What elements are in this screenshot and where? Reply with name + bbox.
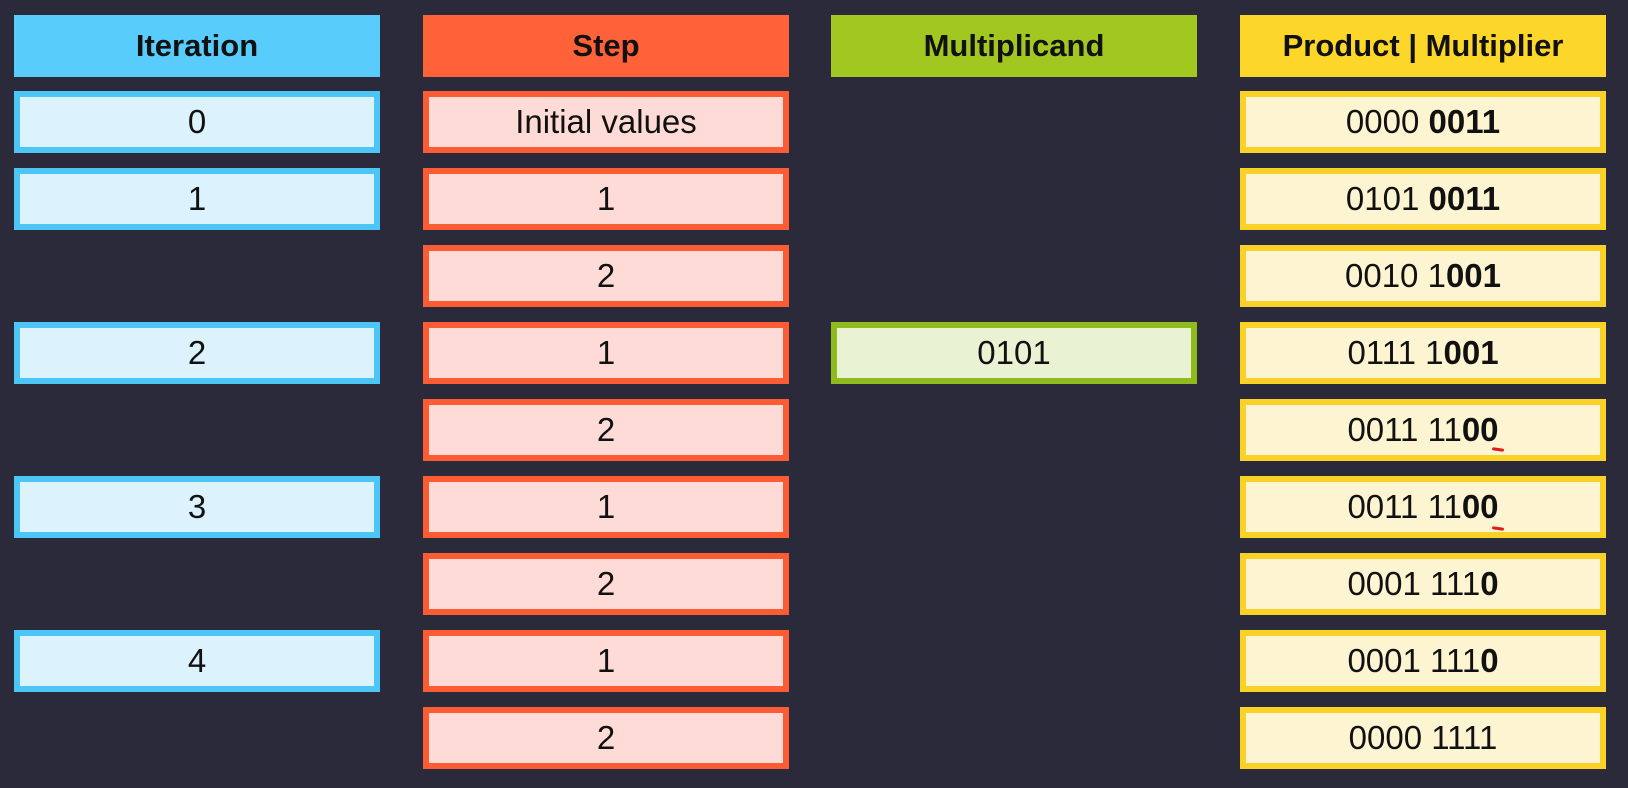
multiplier-bits: 0011 [1428, 180, 1501, 217]
header-iteration: Iteration [14, 15, 380, 77]
multiplicand-cell: 0101 [831, 322, 1197, 384]
product-multiplier-cell: 0000 1111 [1240, 707, 1606, 769]
step-cell: Initial values [423, 91, 789, 153]
multiplier-bits: 0011 [1428, 103, 1501, 140]
multiplier-bits: 001 [1445, 257, 1501, 294]
product-bits: 0001 111 [1347, 565, 1481, 602]
step-cell: 2 [423, 245, 789, 307]
iteration-cell: 4 [14, 630, 380, 692]
product-bits: 0000 [1345, 103, 1429, 140]
header-step: Step [423, 15, 789, 77]
step-cell: 1 [423, 630, 789, 692]
iteration-cell: 3 [14, 476, 380, 538]
product-multiplier-cell: 0000 0011 [1240, 91, 1606, 153]
header-product-multiplier: Product | Multiplier [1240, 15, 1606, 77]
product-bits: 0010 1 [1345, 257, 1446, 294]
header-multiplicand: Multiplicand [831, 15, 1197, 77]
step-cell: 2 [423, 707, 789, 769]
iteration-cell: 1 [14, 168, 380, 230]
product-bits: 0111 1 [1347, 334, 1444, 371]
product-bits: 0101 [1345, 180, 1429, 217]
multiplier-bits: 00 [1461, 411, 1499, 448]
step-cell: 2 [423, 399, 789, 461]
multiplier-bits: 001 [1443, 334, 1499, 371]
product-bits: 0001 111 [1347, 642, 1481, 679]
step-cell: 1 [423, 168, 789, 230]
product-bits: 0011 11 [1347, 488, 1462, 525]
multiplier-bits: 0 [1480, 642, 1499, 679]
product-bits: 0000 1111 [1348, 719, 1498, 756]
step-cell: 1 [423, 322, 789, 384]
multiplier-bits: 00 [1461, 488, 1499, 525]
multiplier-bits: 0 [1480, 565, 1499, 602]
product-bits: 0011 11 [1347, 411, 1462, 448]
step-cell: 1 [423, 476, 789, 538]
iteration-cell: 0 [14, 91, 380, 153]
step-cell: 2 [423, 553, 789, 615]
product-multiplier-cell: 0101 0011 [1240, 168, 1606, 230]
iteration-cell: 2 [14, 322, 380, 384]
